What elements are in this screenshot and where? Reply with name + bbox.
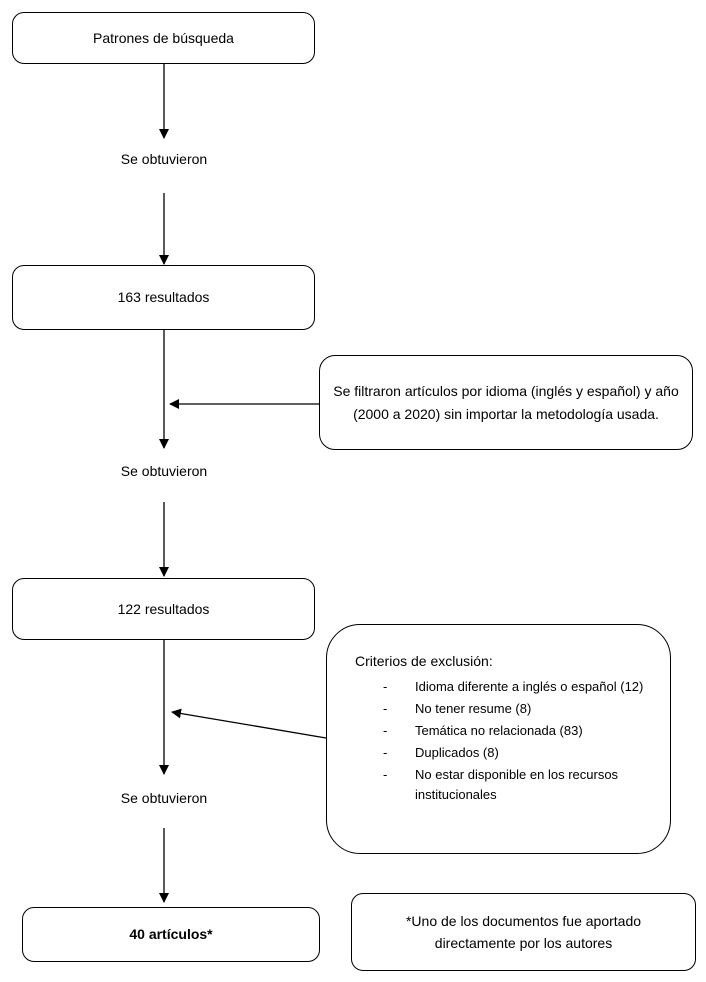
list-bullet: -: [383, 701, 388, 716]
list-item-text: Temática no relacionada (83): [415, 723, 583, 738]
filter-note-text: Se filtraron artículos por idioma (inglé…: [333, 383, 679, 422]
list-item: - No estar disponible en los recursos ins…: [327, 765, 670, 805]
list-item: - Idioma diferente a inglés o español (12…: [327, 677, 670, 697]
list-item: - No tener resume (8): [327, 699, 670, 719]
results-122-box: 122 resultados: [12, 578, 315, 640]
final-articles-label: 40 artículos*: [129, 926, 213, 943]
list-item-text: No tener resume (8): [415, 701, 532, 716]
footnote-text: *Uno de los documentos fue aportado dire…: [405, 912, 642, 951]
results-163-label: 163 resultados: [117, 289, 210, 306]
exclusion-criteria-list: - Idioma diferente a inglés o español (12…: [327, 677, 670, 807]
search-patterns-box: Patrones de búsqueda: [12, 12, 315, 64]
exclusion-criteria-title: Criterios de exclusión:: [355, 653, 493, 669]
list-bullet: -: [383, 745, 388, 760]
list-item: - Duplicados (8): [327, 743, 670, 763]
filter-note-box: Se filtraron artículos por idioma (inglé…: [319, 355, 693, 450]
list-bullet: -: [383, 767, 388, 782]
obtained-label-1: Se obtuvieron: [120, 151, 208, 167]
results-163-box: 163 resultados: [12, 265, 315, 330]
obtained-label-3: Se obtuvieron: [120, 790, 208, 806]
list-item-text: No estar disponible en los recursos inst…: [415, 767, 619, 802]
list-bullet: -: [383, 723, 388, 738]
list-item-text: Duplicados (8): [415, 745, 499, 760]
list-item: - Temática no relacionada (83): [327, 721, 670, 741]
list-item-text: Idioma diferente a inglés o español (12): [415, 679, 644, 694]
search-patterns-label: Patrones de búsqueda: [93, 29, 234, 46]
final-articles-box: 40 artículos*: [22, 907, 320, 962]
exclusion-criteria-box: Criterios de exclusión: - Idioma diferent…: [326, 624, 671, 854]
results-122-label: 122 resultados: [117, 600, 210, 617]
obtained-label-2: Se obtuvieron: [120, 463, 208, 479]
list-bullet: -: [383, 679, 388, 694]
arrow-criteria-to-flow: [171, 708, 327, 739]
footnote-box: *Uno de los documentos fue aportado dire…: [351, 893, 696, 971]
